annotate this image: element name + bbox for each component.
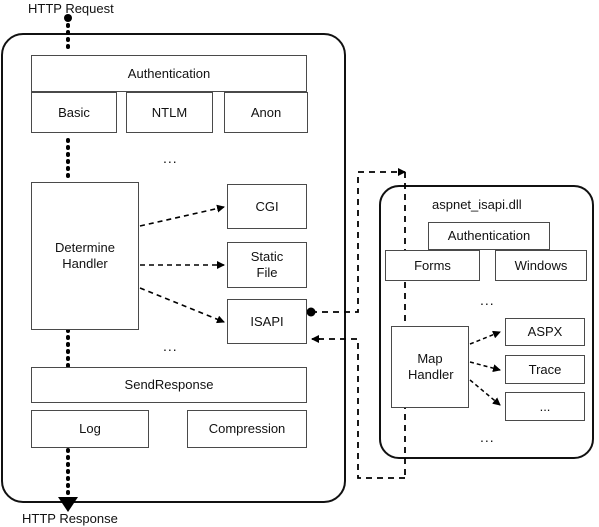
aspnet-authentication-label: Authentication: [447, 228, 531, 243]
auth-anon-box: Anon: [224, 92, 308, 133]
handler-isapi-label: ISAPI: [250, 313, 284, 329]
auth-windows-label: Windows: [514, 257, 568, 273]
auth-anon-label: Anon: [250, 104, 282, 120]
arrow-to-cgi: [139, 204, 225, 227]
auth-forms-box: Forms: [385, 250, 480, 281]
arrow-to-isapi: [139, 287, 225, 324]
iis-ellipsis-top: ...: [163, 150, 178, 166]
iis-authentication-box: Authentication: [31, 55, 307, 92]
compression-box: Compression: [187, 410, 307, 448]
send-response-label: SendResponse: [124, 377, 214, 392]
auth-windows-box: Windows: [495, 250, 587, 281]
iis-authentication-label: Authentication: [127, 65, 211, 81]
handler-cgi-label: CGI: [255, 198, 279, 214]
determine-handler-label: Determine Handler: [55, 240, 115, 271]
http-response-label: HTTP Response: [22, 511, 118, 526]
arrow-to-more-handlers: [469, 379, 501, 406]
handler-trace-label: Trace: [528, 361, 562, 377]
handler-aspx-box: ASPX: [505, 318, 585, 346]
determine-handler-box: Determine Handler: [31, 182, 139, 330]
handler-more-box: ...: [505, 392, 585, 421]
handler-aspx-label: ASPX: [527, 324, 563, 339]
response-arrowhead: [58, 497, 78, 512]
aspnet-ellipsis-top: ...: [480, 292, 495, 308]
auth-basic-box: Basic: [31, 92, 117, 133]
http-request-label: HTTP Request: [28, 1, 114, 16]
iis-ellipsis-bottom: ...: [163, 338, 178, 354]
handler-trace-box: Trace: [505, 355, 585, 384]
auth-ntlm-label: NTLM: [151, 104, 188, 120]
aspnet-authentication-box: Authentication: [428, 222, 550, 250]
handler-cgi-box: CGI: [227, 184, 307, 229]
auth-basic-label: Basic: [58, 104, 90, 120]
map-handler-box: Map Handler: [391, 326, 469, 408]
auth-ntlm-box: NTLM: [126, 92, 213, 133]
isapi-outgoing-path: [311, 171, 403, 313]
handler-static-file-label: Static File: [250, 249, 284, 280]
auth-forms-label: Forms: [414, 257, 451, 273]
log-label: Log: [79, 421, 101, 436]
send-response-box: SendResponse: [31, 367, 307, 403]
aspnet-isapi-title: aspnet_isapi.dll: [432, 197, 522, 212]
arrow-to-aspx: [469, 330, 501, 345]
aspnet-ellipsis-bottom: ...: [480, 429, 495, 445]
log-box: Log: [31, 410, 149, 448]
handler-static-file-box: Static File: [227, 242, 307, 288]
handler-more-label: ...: [539, 398, 551, 414]
arrow-to-trace: [469, 361, 501, 373]
map-handler-label: Map Handler: [408, 351, 454, 382]
request-entry-dot: [64, 14, 72, 22]
isapi-return-path: [315, 338, 405, 479]
compression-label: Compression: [208, 421, 286, 436]
handler-isapi-box: ISAPI: [227, 299, 307, 344]
